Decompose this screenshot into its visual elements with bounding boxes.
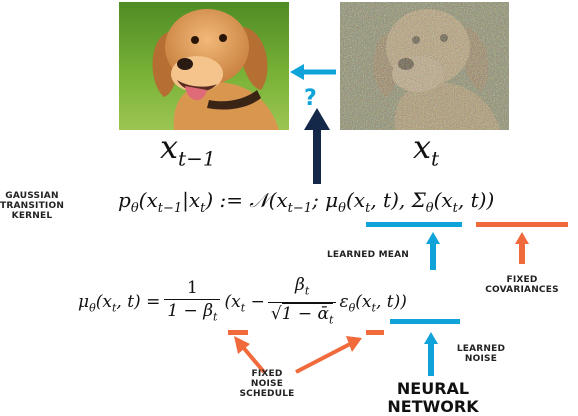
neural-network-label: NEURAL NETWORK (387, 379, 479, 416)
alpha-schedule-bar (366, 330, 384, 335)
dog-photo-icon (119, 2, 289, 130)
learned-mean-arrow-icon (426, 232, 440, 270)
noisy-image-label: xt (413, 128, 440, 171)
learned-mean-label: LEARNED MEAN (326, 250, 410, 260)
epsilon-noise-bar (390, 319, 460, 324)
fixed-noise-schedule-label: FIXED NOISE SCHEDULE (239, 369, 295, 399)
mean-equation: μθ(xt, t) = 1 1 − βt (xt − βt √1 − ᾱt εθ… (78, 274, 407, 332)
reverse-arrow-icon (290, 64, 336, 80)
gaussian-transition-kernel-label: GAUSSIAN TRANSITION KERNEL (0, 191, 65, 221)
neural-network-arrow-icon (424, 332, 438, 376)
kernel-equation: pθ(xt−1|xt) := 𝒩(xt−1; μθ(xt, t), Σθ(xt,… (118, 188, 495, 216)
learned-noise-label: LEARNED NOISE (456, 344, 506, 364)
question-mark: ? (304, 86, 317, 111)
noisy-dog-photo-icon (340, 2, 509, 130)
up-arrow-icon (304, 108, 330, 184)
noisy-dog-image (340, 2, 509, 130)
fixed-covariance-bar (476, 222, 568, 227)
learned-mean-bar (366, 222, 462, 227)
beta-schedule-bar (228, 330, 248, 335)
noise-schedule-arrows-icon (234, 336, 362, 374)
fixed-covariances-arrow-icon (515, 232, 529, 264)
clean-image-label: xt−1 (160, 128, 216, 171)
clean-dog-image (119, 2, 289, 130)
fixed-covariances-label: FIXED COVARIANCES (485, 275, 559, 295)
